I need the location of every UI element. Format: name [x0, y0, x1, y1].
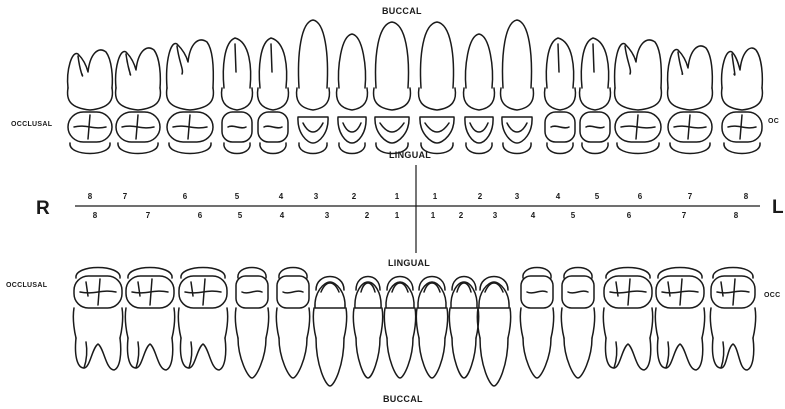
lower-tooth-premolar — [520, 268, 553, 379]
tooth-number-upper-left: 8 — [739, 192, 753, 201]
occlusal-lower-left-label: OCCLUSAL — [6, 282, 47, 289]
upper-tooth-incisor — [419, 22, 456, 154]
upper-tooth-incisor — [464, 34, 495, 154]
tooth-number-lower-right: 1 — [390, 211, 404, 220]
occlusal-lower-right-label: OCC — [764, 292, 780, 299]
upper-tooth-canine — [501, 20, 534, 154]
tooth-number-upper-right: 6 — [178, 192, 192, 201]
tooth-number-upper-right: 5 — [230, 192, 244, 201]
tooth-number-upper-left: 1 — [428, 192, 442, 201]
tooth-number-upper-right: 2 — [347, 192, 361, 201]
tooth-number-lower-left: 8 — [729, 211, 743, 220]
tooth-number-upper-right: 3 — [309, 192, 323, 201]
tooth-number-upper-right: 4 — [274, 192, 288, 201]
upper-tooth-molar — [167, 40, 214, 153]
lower-tooth-incisor — [449, 277, 478, 379]
tooth-number-lower-left: 3 — [488, 211, 502, 220]
lower-tooth-incisor — [384, 277, 415, 379]
tooth-number-lower-left: 2 — [454, 211, 468, 220]
occlusal-upper-left-label: OCCLUSAL — [11, 121, 52, 128]
lower-tooth-molar — [125, 268, 174, 371]
tooth-number-upper-left: 5 — [590, 192, 604, 201]
tooth-number-lower-right: 4 — [275, 211, 289, 220]
upper-arch — [68, 20, 763, 154]
upper-tooth-molar — [116, 48, 161, 153]
upper-tooth-incisor — [374, 22, 411, 154]
right-side-label: R — [36, 198, 50, 220]
tooth-number-lower-right: 3 — [320, 211, 334, 220]
lower-tooth-canine — [313, 277, 346, 387]
tooth-number-lower-left: 4 — [526, 211, 540, 220]
lower-tooth-molar — [73, 268, 122, 371]
left-side-label: L — [772, 197, 784, 219]
occlusal-upper-right-label: OC — [768, 118, 779, 125]
lower-tooth-molar — [710, 268, 755, 371]
tooth-number-upper-left: 3 — [510, 192, 524, 201]
upper-tooth-premolar — [580, 38, 611, 154]
tooth-number-upper-right: 8 — [83, 192, 97, 201]
lingual-top-label: LINGUAL — [389, 150, 431, 160]
tooth-number-lower-right: 5 — [233, 211, 247, 220]
lower-tooth-incisor — [353, 277, 382, 379]
upper-tooth-premolar — [545, 38, 576, 154]
tooth-number-lower-left: 6 — [622, 211, 636, 220]
lower-tooth-premolar — [561, 268, 594, 379]
lower-tooth-molar — [603, 268, 652, 371]
lower-tooth-premolar — [276, 268, 309, 379]
upper-tooth-canine — [297, 20, 330, 154]
tooth-number-lower-left: 5 — [566, 211, 580, 220]
tooth-number-upper-right: 7 — [118, 192, 132, 201]
tooth-number-lower-right: 8 — [88, 211, 102, 220]
lower-tooth-premolar — [235, 268, 268, 379]
upper-tooth-molar — [615, 40, 662, 153]
upper-tooth-premolar — [222, 38, 253, 154]
upper-tooth-molar — [722, 48, 763, 153]
tooth-number-lower-left: 1 — [426, 211, 440, 220]
lower-tooth-canine — [477, 277, 510, 387]
buccal-bottom-label: BUCCAL — [383, 394, 423, 404]
lingual-bottom-label: LINGUAL — [388, 258, 430, 268]
tooth-number-lower-right: 6 — [193, 211, 207, 220]
upper-tooth-molar — [668, 46, 713, 153]
tooth-number-lower-left: 7 — [677, 211, 691, 220]
tooth-number-lower-right: 7 — [141, 211, 155, 220]
tooth-number-upper-left: 7 — [683, 192, 697, 201]
lower-tooth-incisor — [416, 277, 447, 379]
tooth-number-upper-left: 2 — [473, 192, 487, 201]
lower-arch — [73, 268, 755, 387]
tooth-number-lower-right: 2 — [360, 211, 374, 220]
tooth-number-upper-left: 6 — [633, 192, 647, 201]
upper-tooth-incisor — [337, 34, 368, 154]
tooth-number-upper-left: 4 — [551, 192, 565, 201]
upper-tooth-molar — [68, 50, 113, 153]
lower-tooth-molar — [178, 268, 227, 371]
buccal-top-label: BUCCAL — [382, 6, 422, 16]
tooth-number-upper-right: 1 — [390, 192, 404, 201]
upper-tooth-premolar — [258, 38, 289, 154]
lower-tooth-molar — [655, 268, 704, 371]
